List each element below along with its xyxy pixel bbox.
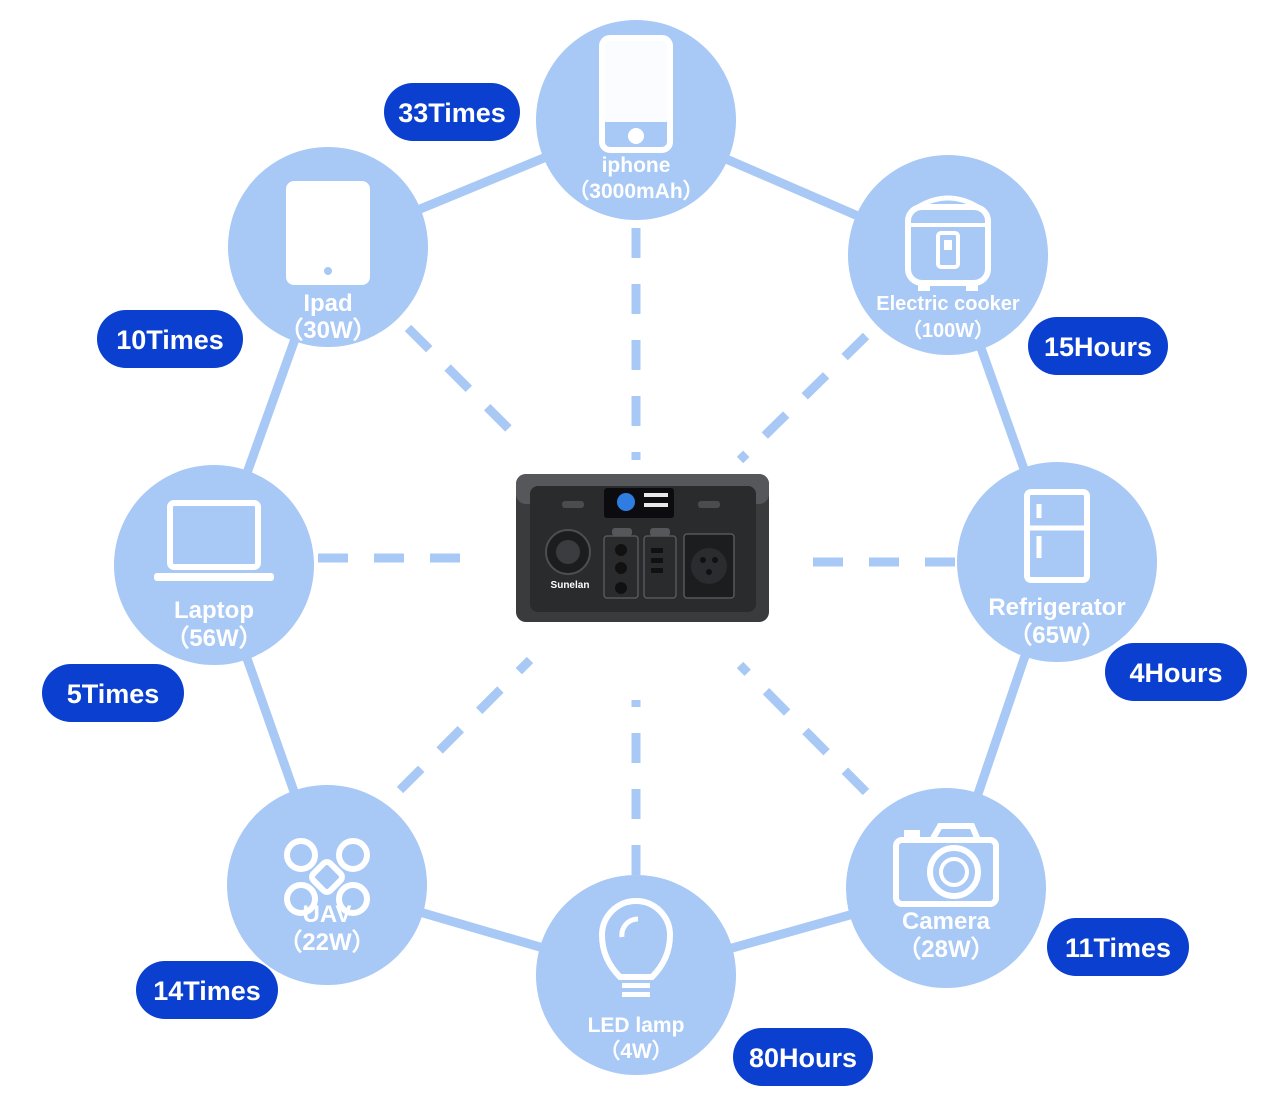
badge-camera: 11Times bbox=[1047, 918, 1189, 976]
badge-label: 15Hours bbox=[1044, 332, 1152, 362]
node-spec: （100W） bbox=[902, 319, 994, 342]
badge-pill bbox=[384, 83, 520, 141]
power-station-icon: Sunelan bbox=[516, 474, 769, 622]
drone-icon bbox=[284, 838, 370, 916]
badge-fridge: 4Hours bbox=[1105, 643, 1247, 701]
node-spec: （4W） bbox=[599, 1039, 673, 1063]
node-name: Laptop bbox=[174, 597, 254, 624]
badge-label: 5Times bbox=[67, 679, 160, 709]
badge-pill bbox=[136, 961, 278, 1019]
device-brand: Sunelan bbox=[551, 580, 590, 591]
badge-pill bbox=[1028, 317, 1168, 375]
node-circle bbox=[227, 785, 427, 985]
tablet-icon bbox=[286, 181, 370, 285]
badge-pill bbox=[1105, 643, 1247, 701]
badge-laptop: 5Times bbox=[42, 664, 184, 722]
rice-cooker-icon bbox=[905, 195, 991, 291]
phone-icon bbox=[599, 35, 673, 153]
node-led: LED lamp（4W） bbox=[536, 875, 736, 1075]
badge-label: 4Hours bbox=[1129, 658, 1222, 688]
camera-icon bbox=[893, 823, 999, 907]
node-uav: UAV（22W） bbox=[227, 785, 427, 985]
badge-pill bbox=[1047, 918, 1189, 976]
node-circle bbox=[957, 462, 1157, 662]
node-spec: （65W） bbox=[1008, 622, 1105, 649]
badge-label: 11Times bbox=[1065, 933, 1171, 963]
node-camera: Camera（28W） bbox=[846, 788, 1046, 988]
node-iphone: iphone（3000mAh） bbox=[536, 20, 736, 220]
node-circle bbox=[848, 155, 1048, 355]
badge-uav: 14Times bbox=[136, 961, 278, 1019]
badge-label: 10Times bbox=[116, 325, 224, 355]
node-name: Refrigerator bbox=[988, 594, 1125, 621]
badge-pill bbox=[733, 1028, 873, 1086]
spoke-uav bbox=[396, 656, 534, 794]
dashed-spokes bbox=[318, 228, 955, 875]
node-spec: （22W） bbox=[278, 929, 375, 956]
spoke-ipad bbox=[404, 324, 524, 444]
badge-ipad: 10Times bbox=[97, 310, 243, 368]
badge-label: 14Times bbox=[153, 976, 261, 1006]
node-laptop: Laptop（56W） bbox=[114, 465, 314, 665]
badge-led: 80Hours bbox=[733, 1028, 873, 1086]
node-spec: （56W） bbox=[165, 625, 262, 652]
badge-iphone: 33Times bbox=[384, 83, 520, 141]
node-name: UAV bbox=[303, 901, 352, 928]
badge-label: 80Hours bbox=[749, 1043, 857, 1073]
badge-cooker: 15Hours bbox=[1028, 317, 1168, 375]
laptop-icon bbox=[154, 500, 274, 581]
node-circle bbox=[846, 788, 1046, 988]
node-name: Ipad bbox=[303, 290, 352, 317]
node-name: Camera bbox=[902, 908, 991, 935]
badge-label: 33Times bbox=[398, 98, 506, 128]
node-name: Electric cooker bbox=[876, 293, 1020, 315]
badge-pill bbox=[42, 664, 184, 722]
node-fridge: Refrigerator（65W） bbox=[957, 462, 1157, 662]
node-cooker: Electric cooker （100W） bbox=[848, 155, 1048, 355]
node-spec: （3000mAh） bbox=[568, 179, 703, 203]
nodes-layer: iphone（3000mAh） Electric cooker （100W） Refr… bbox=[114, 20, 1157, 1075]
node-name: iphone bbox=[602, 154, 671, 177]
spoke-camera bbox=[736, 661, 870, 796]
badge-pill bbox=[97, 310, 243, 368]
node-spec: （30W） bbox=[279, 317, 376, 344]
node-name: LED lamp bbox=[588, 1014, 685, 1037]
light-bulb-icon bbox=[598, 898, 674, 997]
badges-layer: 33Times 15Hours 4Hours 11Times 80Hours 14Time… bbox=[42, 83, 1247, 1086]
node-ipad: Ipad（30W） bbox=[228, 147, 428, 347]
spoke-cooker bbox=[736, 332, 870, 464]
refrigerator-icon bbox=[1024, 489, 1090, 583]
node-spec: （28W） bbox=[897, 936, 994, 963]
